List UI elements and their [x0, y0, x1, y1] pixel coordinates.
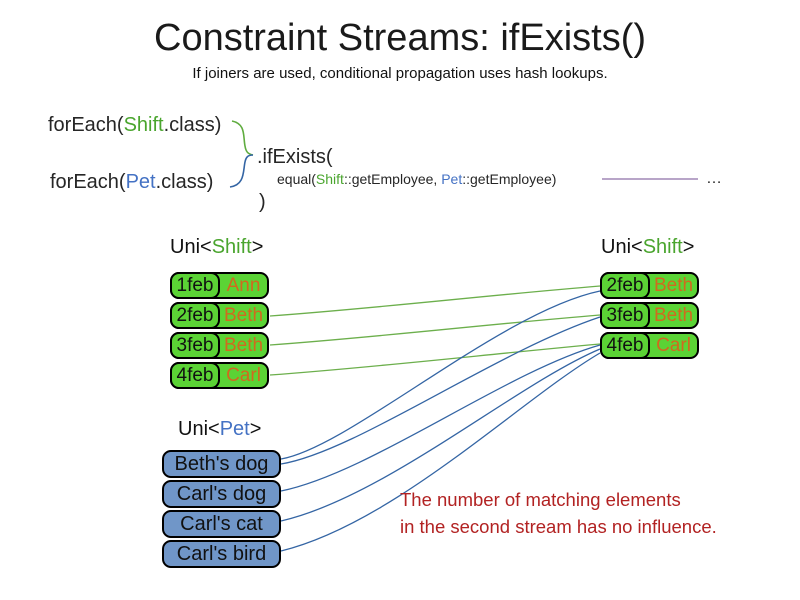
pet-row-carls-bird: Carl's bird [162, 540, 281, 568]
code-text: .class) [163, 114, 222, 136]
shift-row-right-2feb: 2feb Beth [600, 272, 699, 299]
shift-employee-cell: Carl [226, 364, 261, 386]
label-text: > [249, 418, 262, 440]
shift-row-left-2feb: 2feb Beth [170, 302, 269, 329]
pet-row-beths-dog: Beth's dog [162, 450, 281, 478]
shift-type-token: Shift [642, 236, 683, 258]
shift-employee-cell: Beth [653, 274, 694, 296]
uni-pet-label: Uni<Pet> [178, 418, 261, 441]
shift-date-cell: 4feb [170, 362, 220, 389]
uni-shift-left-label: Uni<Shift> [170, 236, 263, 259]
pet-class-token: Pet [125, 171, 156, 193]
code-text: ::getEmployee) [462, 171, 557, 187]
shift-employee-cell: Beth [653, 304, 694, 326]
shift-date-cell: 3feb [170, 332, 220, 359]
shift-employee-cell: Beth [223, 304, 264, 326]
shift-date-cell: 4feb [600, 332, 650, 359]
annotation-line: The number of matching elements [400, 489, 681, 510]
page-subtitle: If joiners are used, conditional propaga… [192, 65, 608, 82]
pet-match-curve-4 [280, 348, 601, 522]
code-text: .class) [155, 171, 214, 193]
shift-date-cell: 2feb [170, 302, 220, 329]
code-text: ::getEmployee, [343, 171, 442, 187]
pet-match-curve-3 [280, 344, 601, 492]
shift-match-line-3 [269, 343, 601, 376]
label-text: > [682, 236, 695, 258]
shift-row-left-4feb: 4feb Carl [170, 362, 269, 389]
shift-date-cell: 3feb [600, 302, 650, 329]
pet-match-curve-5 [280, 352, 601, 552]
uni-shift-right-label: Uni<Shift> [601, 236, 694, 259]
pet-match-curve-1 [280, 290, 601, 460]
label-text: Uni< [601, 236, 643, 258]
shift-row-left-3feb: 3feb Beth [170, 332, 269, 359]
code-text: forEach( [48, 114, 124, 136]
code-foreach-shift: forEach(Shift.class) [48, 114, 221, 137]
brace-top-green [231, 120, 254, 156]
pet-row-carls-dog: Carl's dog [162, 480, 281, 508]
shift-match-line-1 [269, 285, 601, 317]
code-text: forEach( [50, 171, 126, 193]
code-equal-joiner: equal(Shift::getEmployee, Pet::getEmploy… [277, 171, 556, 187]
shift-row-right-4feb: 4feb Carl [600, 332, 699, 359]
shift-date-cell: 2feb [600, 272, 650, 299]
shift-match-line-2 [269, 314, 601, 346]
annotation-line: in the second stream has no influence. [400, 516, 717, 537]
code-text: equal( [277, 171, 316, 187]
code-ifexists-open: .ifExists( [257, 146, 333, 168]
shift-date-cell: 1feb [170, 272, 220, 299]
shift-employee-cell: Carl [656, 334, 691, 356]
shift-employee-cell: Beth [223, 334, 264, 356]
continuation-ellipsis: … [706, 170, 722, 187]
shift-employee-cell: Ann [226, 274, 261, 296]
shift-class-token: Shift [315, 171, 344, 187]
shift-row-left-1feb: 1feb Ann [170, 272, 269, 299]
pet-type-token: Pet [219, 418, 250, 440]
label-text: > [251, 236, 264, 258]
pet-match-curve-2 [280, 316, 601, 465]
brace-bottom-blue [229, 154, 254, 188]
label-text: Uni< [178, 418, 220, 440]
code-ifexists-close: ) [259, 191, 266, 213]
pet-row-carls-cat: Carl's cat [162, 510, 281, 538]
page-title: Constraint Streams: ifExists() [154, 17, 646, 59]
shift-class-token: Shift [123, 114, 164, 136]
shift-row-right-3feb: 3feb Beth [600, 302, 699, 329]
label-text: Uni< [170, 236, 212, 258]
annotation-note: The number of matching elements in the s… [400, 486, 717, 540]
pet-class-token: Pet [441, 171, 463, 187]
shift-type-token: Shift [211, 236, 252, 258]
code-foreach-pet: forEach(Pet.class) [50, 171, 213, 194]
